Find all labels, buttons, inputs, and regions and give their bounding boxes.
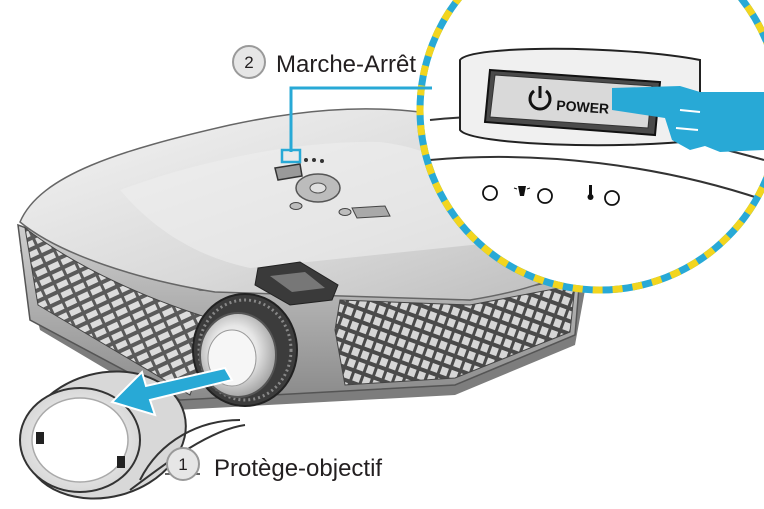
lens-cap: [19, 370, 246, 500]
callout-1-badge: [166, 447, 200, 481]
hand-pointer-icon: [612, 86, 764, 152]
temp-led-icon: [587, 185, 594, 200]
lamp-led-icon: [513, 186, 531, 196]
lens-assembly: [192, 293, 298, 407]
callout-1-label: Protège-objectif: [214, 455, 382, 482]
power-icon: [528, 86, 552, 111]
led-indicators: [482, 185, 620, 206]
callout-2-leader: [289, 86, 432, 152]
callout-2-badge: [232, 45, 266, 79]
callout-2-number: 2: [244, 53, 253, 72]
power-button-label: POWER: [556, 97, 610, 117]
power-zoom-bubble: POWER: [416, 0, 764, 294]
callout-1: 1 Protège-objectif: [166, 447, 382, 482]
callout-2-label: Marche-Arrêt: [276, 51, 416, 78]
side-grille-right: [334, 284, 576, 386]
callout-2: 2 Marche-Arrêt: [232, 45, 416, 79]
callout-1-number: 1: [178, 455, 187, 474]
arrow-icon: [110, 366, 234, 417]
control-panel: [274, 158, 391, 219]
